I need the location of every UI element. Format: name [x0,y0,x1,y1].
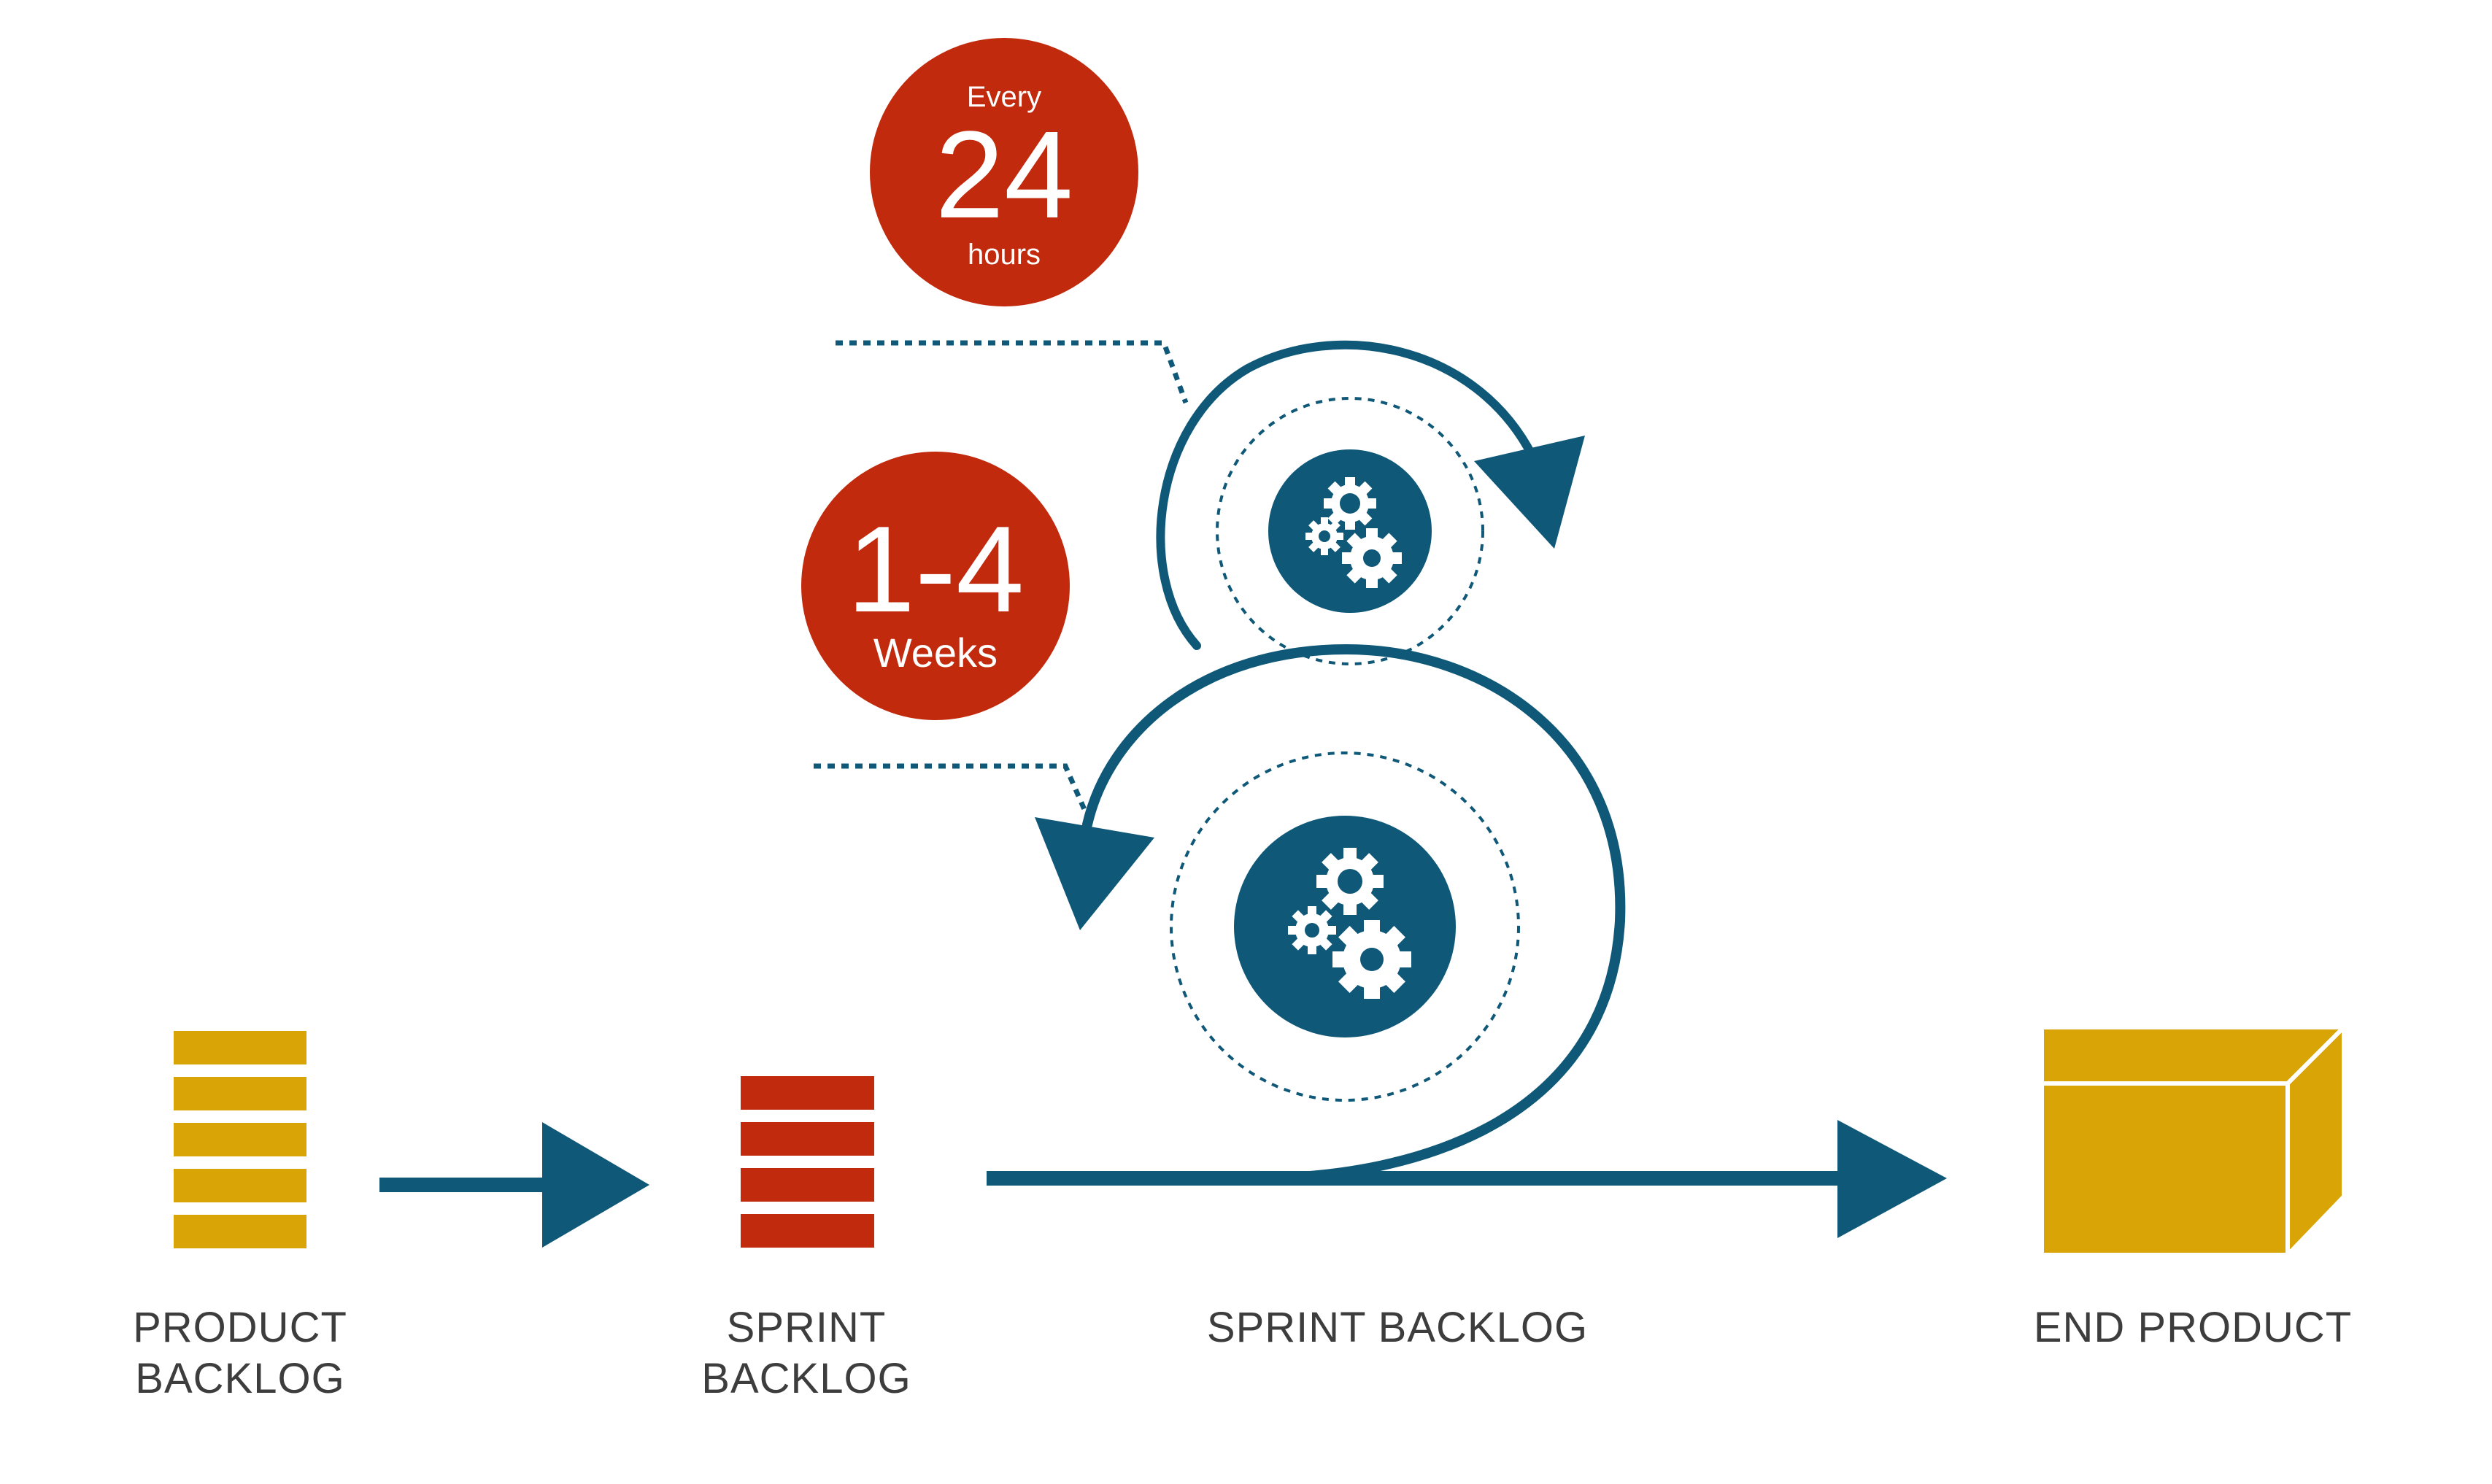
sprint-cycle-arrowhead-icon [1035,817,1154,930]
sprint-badge-number: 1-4 [847,501,1025,638]
sprint-gears-icon [1288,848,1411,999]
sprint-backlog-stack-label: SPRINT BACKLOG [701,1304,911,1402]
backlog-to-sprint-arrow-icon [379,1122,649,1248]
sprint-flow-arrow-icon [987,1120,1947,1238]
sprint-backlog-loop-label: SPRINT BACKLOG [1206,1304,1589,1351]
product-backlog-stack-icon [174,1031,306,1248]
daily-leader-line [836,340,1189,404]
sprint-leader-line [814,763,1094,826]
daily-gears-disc [1268,449,1432,613]
sprint-badge-bottom: Weeks [873,630,998,676]
sprint-badge: 1-4 Weeks [801,452,1070,720]
end-product-box-icon [2040,1025,2346,1257]
daily-badge-bottom: hours [968,239,1041,271]
daily-badge: Every 24 hours [870,38,1138,306]
end-product-label: END PRODUCT [2033,1304,2353,1351]
daily-badge-top: Every [967,81,1041,113]
daily-badge-number: 24 [935,106,1073,244]
sprint-backlog-stack-icon [741,1076,874,1248]
product-backlog-label: PRODUCT BACKLOG [133,1304,347,1402]
daily-cycle-arrowhead-icon [1474,436,1585,549]
daily-gears-icon [1305,477,1402,588]
